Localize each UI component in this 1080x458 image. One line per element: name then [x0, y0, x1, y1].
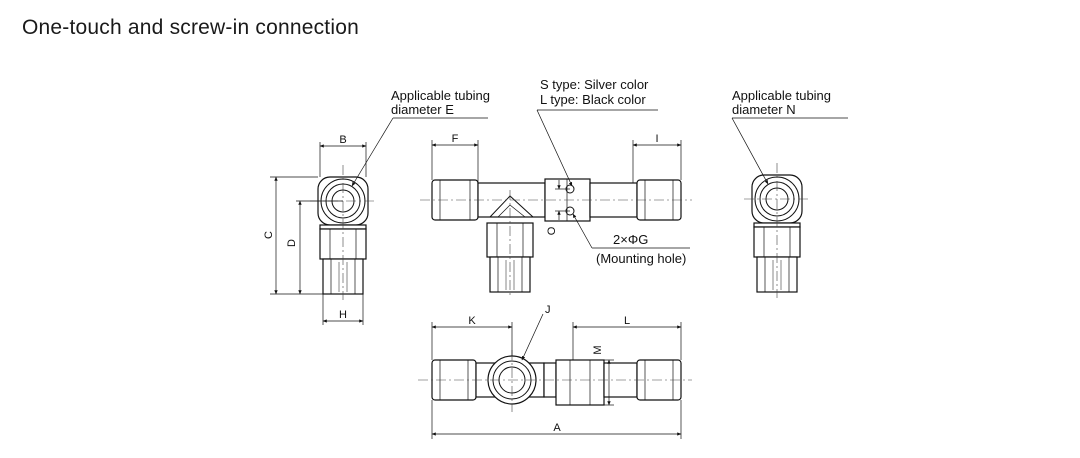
s-type-label: S type: Silver color: [540, 77, 649, 92]
l-type-label: L type: Black color: [540, 92, 646, 107]
mounting-hole-label-line2: (Mounting hole): [596, 251, 686, 266]
dim-f-label: F: [452, 133, 459, 145]
dim-h-label: H: [339, 309, 347, 321]
tubing-n-label-line2: diameter N: [732, 102, 796, 117]
page-title: One-touch and screw-in connection: [22, 16, 359, 39]
dim-k-label: K: [468, 315, 476, 327]
dim-m-label: M: [592, 345, 604, 354]
dim-d-label: D: [286, 239, 298, 247]
right-side-view: Applicable tubing diameter N: [731, 88, 848, 298]
dim-b-label: B: [339, 134, 346, 146]
dim-a-label: A: [553, 422, 561, 434]
dim-c-label: C: [263, 231, 275, 239]
mounting-hole-label-line1: 2×ΦG: [613, 232, 648, 247]
front-view: F I O S type: Silver color L type: Black…: [420, 77, 692, 298]
tubing-n-label-line1: Applicable tubing: [732, 88, 831, 103]
tubing-e-label-line2: diameter E: [391, 102, 454, 117]
left-side-view: B C D H Applicable tubing diameter E: [263, 88, 490, 325]
top-view: K L J M A: [418, 304, 692, 439]
dim-i-label: I: [655, 133, 658, 145]
tubing-e-label-line1: Applicable tubing: [391, 88, 490, 103]
dim-l-label: L: [624, 315, 630, 327]
dim-o-label: O: [546, 226, 558, 235]
dim-j-label: J: [545, 304, 551, 316]
